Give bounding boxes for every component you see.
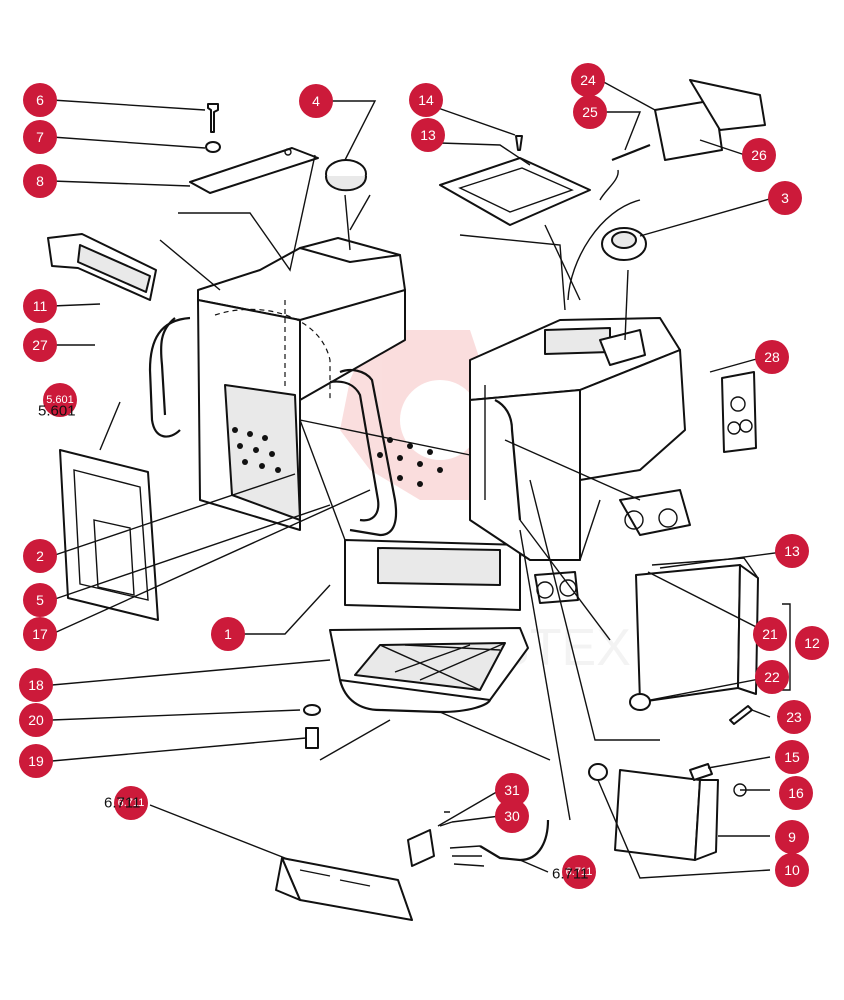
callout-17-label: 17 — [32, 626, 48, 642]
controller-box-12 — [629, 557, 759, 711]
relay-box-6711 — [275, 857, 413, 921]
callout-13-top-label: 13 — [420, 127, 436, 143]
callout-22-label: 22 — [764, 669, 780, 685]
callout-9-label: 9 — [788, 829, 796, 845]
grommet-3 — [601, 227, 647, 261]
callout-23: 23 — [777, 700, 811, 734]
filler-cap-4 — [325, 159, 367, 192]
callout-30-label: 30 — [504, 808, 520, 824]
callout-6-label: 6 — [36, 92, 44, 108]
callout-17: 17 — [23, 617, 57, 651]
callout-25: 25 — [573, 95, 607, 129]
callout-6711-right: 6.711 — [562, 855, 596, 889]
step-assembly — [329, 627, 529, 714]
callout-11-label: 11 — [33, 298, 48, 314]
callout-16: 16 — [779, 776, 813, 810]
callout-9: 9 — [775, 820, 809, 854]
callout-24: 24 — [571, 63, 605, 97]
bolt-23 — [729, 705, 753, 725]
callout-27: 27 — [23, 328, 57, 362]
sensor-assembly-24-26 — [599, 79, 766, 201]
callout-2-label: 2 — [36, 548, 44, 564]
ref-5601: 5.601 — [38, 403, 76, 420]
callout-6711-right-label: 6.711 — [566, 866, 593, 878]
callout-20-label: 20 — [28, 712, 44, 728]
strap-11 — [47, 233, 157, 301]
callout-6711-left: 6.711 — [114, 786, 148, 820]
callout-24-label: 24 — [580, 72, 596, 88]
callout-2: 2 — [23, 539, 57, 573]
callout-10-label: 10 — [784, 862, 800, 878]
chassis-frame — [148, 237, 531, 611]
reference-labels: 5.601 6.711 6.711 — [38, 403, 588, 883]
callout-22: 22 — [755, 660, 789, 694]
callout-13-bottom: 13 — [775, 534, 809, 568]
callout-5601-label: 5.601 — [46, 394, 74, 406]
callout-12: 12 — [795, 626, 829, 660]
cover-9 — [588, 763, 747, 861]
callout-1: 1 — [211, 617, 245, 651]
callout-15-label: 15 — [784, 749, 800, 765]
decal-28 — [721, 371, 757, 453]
callout-30: 30 — [495, 799, 529, 833]
right-housing — [469, 317, 691, 604]
callout-6711-left-label: 6.711 — [118, 797, 145, 809]
callout-19: 19 — [19, 744, 53, 778]
callout-14: 14 — [409, 83, 443, 117]
callout-26-label: 26 — [751, 147, 767, 163]
callout-7: 7 — [23, 120, 57, 154]
callout-5-label: 5 — [36, 592, 44, 608]
callout-31-label: 31 — [504, 782, 520, 798]
callout-1-label: 1 — [224, 626, 232, 642]
callout-16-label: 16 — [788, 785, 804, 801]
floor-perforations — [232, 427, 443, 487]
callout-6: 6 — [23, 83, 57, 117]
callout-18: 18 — [19, 668, 53, 702]
callout-21-label: 21 — [762, 626, 778, 642]
callout-4-label: 4 — [312, 93, 320, 109]
callout-layer: 6 7 8 4 14 13 24 25 26 3 11 27 5.601 28 … — [19, 63, 829, 889]
callout-28: 28 — [755, 340, 789, 374]
callout-3: 3 — [768, 181, 802, 215]
callout-4: 4 — [299, 84, 333, 118]
callout-13-bottom-label: 13 — [784, 543, 800, 559]
screw-6 — [205, 103, 221, 153]
callout-26: 26 — [742, 138, 776, 172]
callout-5601: 5.601 — [43, 383, 77, 417]
callout-13-top: 13 — [411, 118, 445, 152]
fastener-19-20 — [303, 704, 321, 749]
side-panel-5601 — [59, 449, 159, 621]
callout-12-label: 12 — [804, 635, 820, 651]
callout-14-label: 14 — [418, 92, 434, 108]
callout-23-label: 23 — [786, 709, 802, 725]
callout-31: 31 — [495, 773, 529, 807]
callout-27-label: 27 — [32, 337, 48, 353]
inspection-cover-13 — [439, 135, 591, 226]
top-cover-plate-8 — [189, 147, 319, 194]
callout-8: 8 — [23, 164, 57, 198]
callout-3-label: 3 — [781, 190, 789, 206]
callout-18-label: 18 — [28, 677, 44, 693]
callout-5: 5 — [23, 583, 57, 617]
callout-25-label: 25 — [582, 104, 598, 120]
leader-lines — [51, 79, 791, 879]
callout-11: 11 — [23, 289, 57, 323]
ref-6711-left: 6.711 — [104, 795, 140, 812]
callout-20: 20 — [19, 703, 53, 737]
callout-15: 15 — [775, 740, 809, 774]
ref-6711-right: 6.711 — [552, 866, 588, 883]
callout-21: 21 — [753, 617, 787, 651]
callout-7-label: 7 — [36, 129, 44, 145]
callout-19-label: 19 — [28, 753, 44, 769]
callout-8-label: 8 — [36, 173, 44, 189]
callout-10: 10 — [775, 853, 809, 887]
callout-28-label: 28 — [764, 349, 780, 365]
